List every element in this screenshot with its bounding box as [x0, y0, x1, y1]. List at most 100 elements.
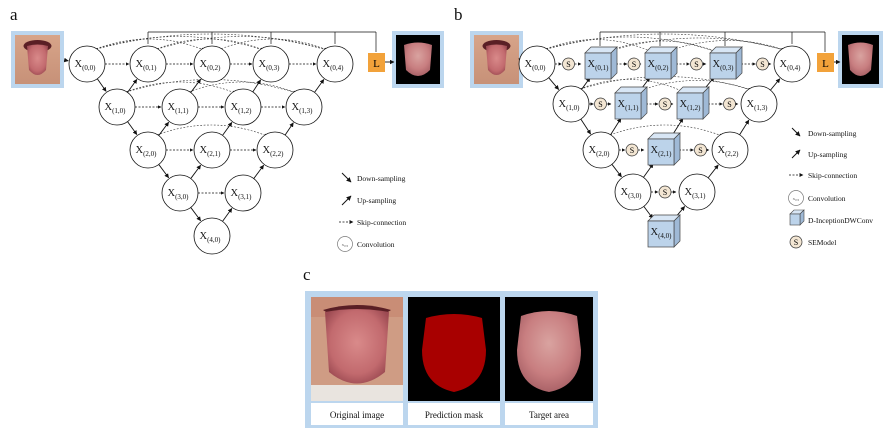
panel-label-a: a — [10, 5, 18, 24]
se-module: S — [723, 97, 736, 111]
node-n13: X(1,3) — [285, 88, 323, 126]
down-sampling-arrow — [127, 121, 138, 135]
node-label: X(2,0) — [588, 145, 610, 158]
down-sampling-arrow — [580, 118, 591, 135]
legend-a: Down-sampling Up-sampling Skip-connectio… — [337, 172, 406, 252]
prediction-mask-image — [408, 297, 500, 401]
legend-b-skip: Skip-connection — [808, 171, 857, 180]
dense-skip-arc — [122, 79, 297, 94]
node-label: X(0,4) — [779, 59, 801, 72]
node-n20: X(2,0) — [582, 131, 620, 169]
up-sampling-arrow — [222, 122, 233, 136]
node-n31: X(3,1) — [224, 174, 262, 212]
node-n30: X(3,0) — [161, 174, 199, 212]
svg-text:S: S — [663, 188, 667, 197]
node-label: X(1,2) — [679, 99, 701, 112]
se-module: S — [658, 97, 672, 111]
node-label: X(0,2) — [647, 59, 669, 72]
node-n04: X(0,4) — [316, 45, 354, 83]
svg-text:S: S — [566, 60, 570, 69]
svg-text:S: S — [694, 60, 698, 69]
up-sampling-arrow — [643, 163, 654, 178]
svg-text:S: S — [663, 100, 667, 109]
caption-target: Target area — [529, 410, 569, 420]
node-n11: X(1,1) — [614, 86, 648, 120]
caption-original: Original image — [330, 410, 384, 420]
dense-skip-arc — [217, 38, 328, 51]
dense-skip-arc — [635, 80, 752, 93]
node-label: X(2,1) — [650, 145, 672, 158]
legend-b-up: Up-sampling — [808, 150, 847, 159]
node-label: X(3,1) — [230, 188, 252, 201]
caption-mask: Prediction mask — [425, 410, 484, 420]
up-sampling-arrow — [253, 164, 265, 179]
node-n01: X(0,1) — [584, 46, 618, 80]
panel-label-c: c — [303, 265, 311, 284]
target-area-image — [505, 297, 593, 401]
svg-text:S: S — [630, 146, 634, 155]
dense-skip-arc — [542, 36, 718, 53]
se-module: S — [625, 143, 639, 157]
node-label: X(0,3) — [258, 59, 280, 72]
svg-text:L: L — [822, 58, 829, 70]
legend-b-conv: Convolution — [808, 194, 846, 203]
svg-text:S: S — [632, 60, 636, 69]
node-n21: X(2,1) — [193, 131, 231, 169]
se-module: S — [627, 57, 641, 71]
output-image-b — [838, 31, 883, 88]
svg-text:S: S — [698, 146, 702, 155]
node-n21: X(2,1) — [647, 132, 681, 166]
dense-skip-arc — [605, 37, 785, 53]
svg-text:S: S — [598, 100, 602, 109]
nodes-b: X(0,0)X(0,1)X(0,2)X(0,3)X(0,4)X(1,0)X(1,… — [518, 45, 811, 248]
dense-skip-arc — [542, 33, 785, 51]
down-sampling-arrow — [611, 164, 622, 178]
node-label: X(1,1) — [617, 99, 639, 112]
svg-text:L: L — [373, 58, 380, 70]
input-image-a — [11, 31, 64, 88]
node-label: X(0,2) — [199, 59, 221, 72]
node-label: X(3,0) — [620, 187, 642, 200]
node-n11: X(1,1) — [161, 88, 199, 126]
legend-b-dwconv: D-InceptionDWConv — [808, 216, 873, 225]
panel-a-diagram: X(0,0)X(0,1)X(0,2)X(0,3)X(0,4)X(1,0)X(1,… — [11, 31, 444, 255]
panel-c-results: Original image Prediction mask Target ar… — [305, 291, 598, 428]
svg-text:S: S — [794, 238, 798, 247]
node-n10: X(1,0) — [552, 85, 590, 123]
up-sampling-arrow — [707, 164, 719, 179]
node-label: X(1,3) — [291, 102, 313, 115]
node-n02: X(0,2) — [193, 45, 231, 83]
up-sampling-arrow — [158, 121, 170, 136]
dense-skip-arc — [92, 36, 264, 51]
legend-a-up: Up-sampling — [357, 196, 396, 205]
dense-skip-arc — [122, 81, 236, 94]
nodes-a: X(0,0)X(0,1)X(0,2)X(0,3)X(0,4)X(1,0)X(1,… — [68, 45, 354, 255]
svg-text:x₀,₀: x₀,₀ — [342, 242, 349, 248]
node-label: X(0,0) — [74, 59, 96, 72]
up-sampling-arrow — [314, 79, 325, 93]
svg-text:x₀,₀: x₀,₀ — [793, 196, 800, 202]
node-label: X(4,0) — [199, 231, 221, 244]
node-n22: X(2,2) — [711, 131, 749, 169]
node-n12: X(1,2) — [676, 86, 710, 120]
input-arrow — [63, 57, 69, 63]
legend-a-skip: Skip-connection — [357, 218, 406, 227]
up-sampling-arrow — [770, 78, 781, 91]
node-label: X(1,2) — [230, 102, 252, 115]
node-n22: X(2,2) — [256, 131, 294, 169]
node-n00: X(0,0) — [68, 45, 106, 83]
legend-a-conv: Convolution — [357, 240, 395, 249]
legend-cube-icon — [789, 209, 805, 226]
down-sampling-arrow — [190, 207, 202, 222]
up-sampling-arrow — [127, 79, 138, 93]
node-label: X(2,2) — [262, 145, 284, 158]
node-label: X(3,1) — [684, 187, 706, 200]
up-sampling-arrow — [190, 164, 202, 179]
se-module: S — [658, 185, 672, 199]
se-module: S — [690, 57, 703, 71]
node-label: X(1,1) — [167, 102, 189, 115]
down-sampling-arrow — [96, 78, 107, 92]
svg-text:S: S — [760, 60, 764, 69]
